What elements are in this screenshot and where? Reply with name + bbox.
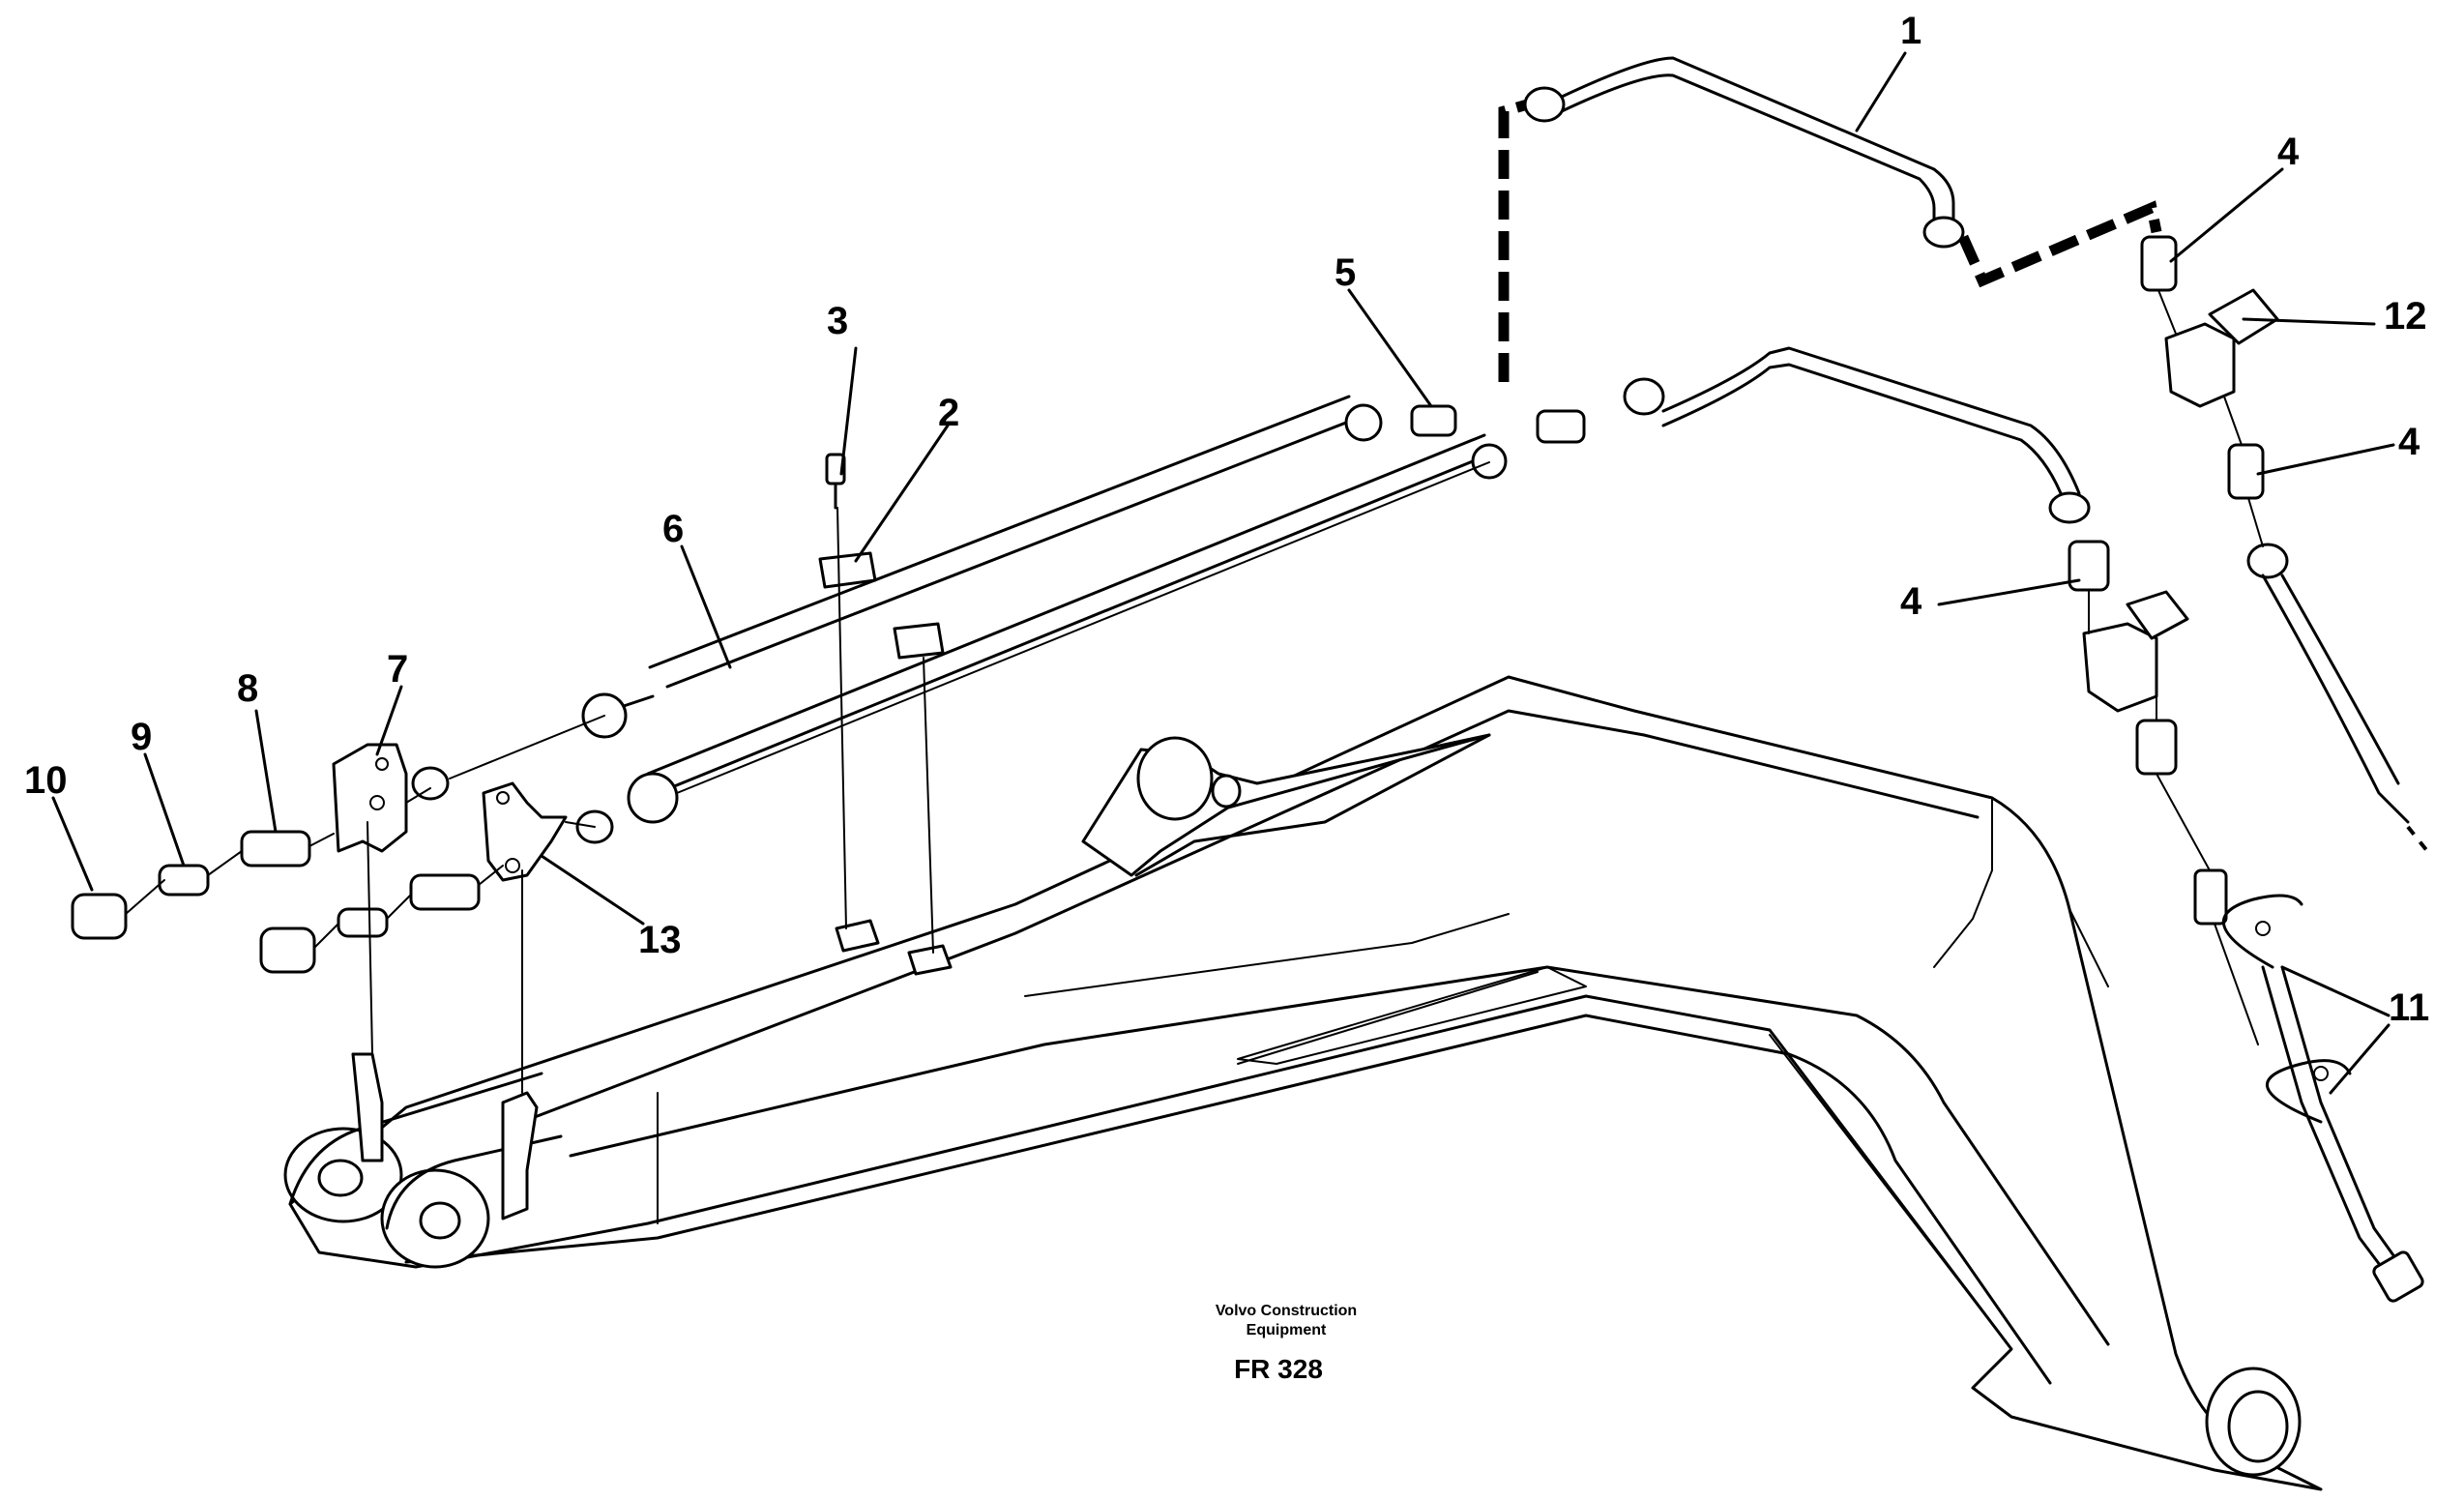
protective-cap: [259, 926, 316, 974]
connector-fitting: [409, 873, 481, 911]
callout-3: 3: [827, 300, 848, 342]
protective-cap: [71, 893, 128, 940]
callout-8: 8: [237, 667, 258, 710]
adapter-fitting: [2227, 443, 2265, 500]
callout-1: 1: [1900, 10, 1921, 52]
adapter-fitting: [2135, 719, 2178, 776]
nipple: [158, 864, 210, 897]
pipe-nut: [1471, 443, 1508, 480]
pipe-nut: [1922, 216, 1965, 249]
bracket: [482, 781, 568, 882]
callout-10: 10: [24, 759, 68, 802]
bracket: [332, 743, 408, 853]
hose-clamp: [2266, 1059, 2352, 1124]
figure-caption: Volvo Construction Equipment FR 328: [1216, 1303, 1357, 1384]
callout-9: 9: [131, 716, 152, 758]
caption-brand-line2: Equipment: [1247, 1322, 1327, 1338]
adapter-fitting: [2140, 235, 2178, 292]
connector-fitting: [240, 830, 311, 868]
nipple: [337, 907, 389, 938]
callout-7: 7: [387, 648, 408, 691]
caption-figure-ref: FR 328: [1234, 1354, 1323, 1384]
tee-block: [2164, 322, 2236, 408]
callout-6: 6: [662, 508, 684, 550]
excavator-boom: [283, 675, 2323, 1491]
callout-12: 12: [2384, 295, 2427, 338]
adapter-fitting: [1410, 404, 1457, 437]
pipe-clamp: [818, 551, 877, 589]
callout-5: 5: [1335, 251, 1356, 294]
callout-4-left: 4: [1900, 580, 1922, 623]
hose-clamp: [2221, 894, 2303, 969]
adapter-fitting: [1536, 409, 1586, 444]
pipe-clamp: [893, 622, 945, 660]
callout-labels: 1 2 3 4 4 4 5 6 7 8 9 10 11 12 13: [24, 10, 2429, 1029]
callout-2: 2: [938, 392, 959, 434]
hydraulic-pipes: [646, 56, 2162, 795]
pipe-nut: [2048, 491, 2091, 524]
fittings: [71, 86, 2429, 1303]
callout-4-top: 4: [2277, 131, 2300, 173]
caption-brand-line1: Volvo Construction: [1216, 1303, 1357, 1319]
adapter-fitting: [2068, 540, 2110, 592]
pipe-nut: [1623, 377, 1665, 416]
pipe-nut: [1344, 403, 1383, 442]
callout-4-right: 4: [2398, 421, 2420, 463]
callout-11: 11: [2389, 986, 2429, 1029]
tee-block: [2082, 622, 2158, 713]
leader-lines: [51, 51, 2395, 1095]
pipe-nut: [1523, 86, 1566, 123]
callout-13: 13: [638, 919, 682, 961]
